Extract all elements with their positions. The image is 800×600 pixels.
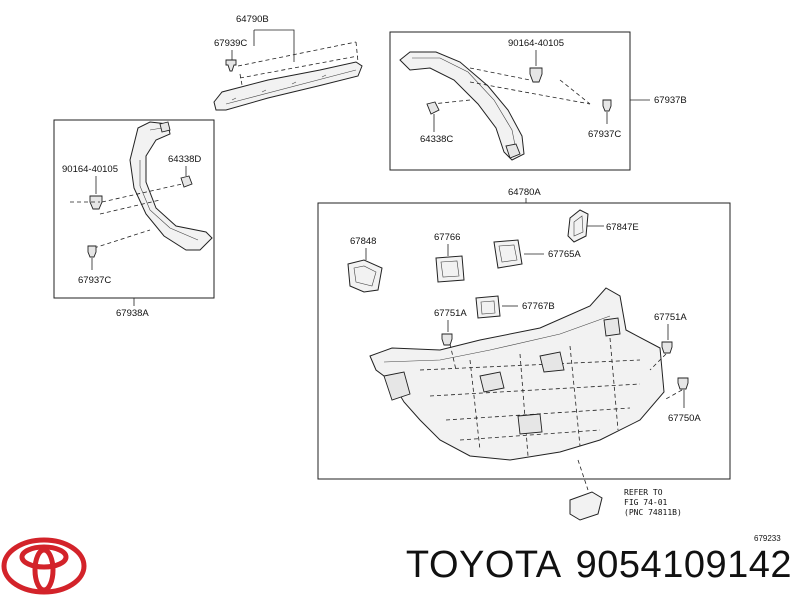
- clip-67937c-left: [87, 245, 97, 258]
- refer-part-74811b: [569, 491, 603, 521]
- brand-caption: TOYOTA 9054109142: [372, 544, 792, 587]
- cover-67767b: [475, 295, 501, 319]
- label-67937c-left: 67937C: [78, 275, 111, 286]
- back-door-trim-64780a: [369, 287, 665, 461]
- part-64790b-group: 64790B 67939C: [213, 14, 363, 111]
- label-90164-top: 90164-40105: [508, 38, 564, 49]
- diagram-code: 679233: [754, 534, 781, 543]
- clip-67750a: [677, 377, 689, 390]
- part-number: 9054109142: [575, 544, 792, 586]
- cover-67848: [347, 259, 383, 293]
- clip-90164-left: [89, 195, 103, 210]
- cover-67765a: [493, 239, 523, 269]
- label-64338d: 64338D: [168, 154, 201, 165]
- label-67938a: 67938A: [116, 308, 149, 319]
- clip-64338c: [426, 101, 440, 115]
- clip-67751a-left: [441, 333, 453, 346]
- clip-67751a-right: [661, 341, 673, 354]
- label-67937c-top: 67937C: [588, 129, 621, 140]
- clip-90164-top: [529, 67, 543, 83]
- pillar-trim-67938a: [129, 121, 213, 251]
- label-64790b: 64790B: [236, 14, 269, 25]
- label-67937b: 67937B: [654, 95, 687, 106]
- clip-67937c-top: [602, 99, 612, 112]
- strip-64790b: [213, 61, 363, 111]
- part-67937b-group: 67937B 90164-40105 64338C 67937C: [389, 31, 687, 171]
- label-67751a-left: 67751A: [434, 308, 467, 319]
- label-67939c: 67939C: [214, 38, 247, 49]
- refer-text-line2: FIG 74-01: [624, 498, 668, 507]
- label-64338c: 64338C: [420, 134, 453, 145]
- label-67848: 67848: [350, 236, 376, 247]
- label-67750a: 67750A: [668, 413, 701, 424]
- clip-64338d: [180, 175, 193, 188]
- part-64780a-group: 64780A 67848 67766 67847E 67765A: [317, 187, 731, 521]
- label-67765a: 67765A: [548, 249, 581, 260]
- pillar-trim-67937b: [399, 51, 525, 161]
- label-67751a-right: 67751A: [654, 312, 687, 323]
- clip-67939c: [225, 59, 237, 72]
- part-67938a-group: 67938A 90164-40105 64338D 67937C: [53, 119, 215, 319]
- refer-text-line3: (PNC 74811B): [624, 508, 682, 517]
- brand-name: TOYOTA: [405, 544, 562, 586]
- label-64780a: 64780A: [508, 187, 541, 198]
- label-90164-left: 90164-40105: [62, 164, 118, 175]
- cover-67847e: [567, 209, 589, 243]
- label-67766: 67766: [434, 232, 460, 243]
- cover-67766: [435, 255, 465, 283]
- label-67847e: 67847E: [606, 222, 639, 233]
- refer-text-line1: REFER TO: [624, 488, 663, 497]
- toyota-logo-icon: [1, 537, 87, 595]
- label-67767b: 67767B: [522, 301, 555, 312]
